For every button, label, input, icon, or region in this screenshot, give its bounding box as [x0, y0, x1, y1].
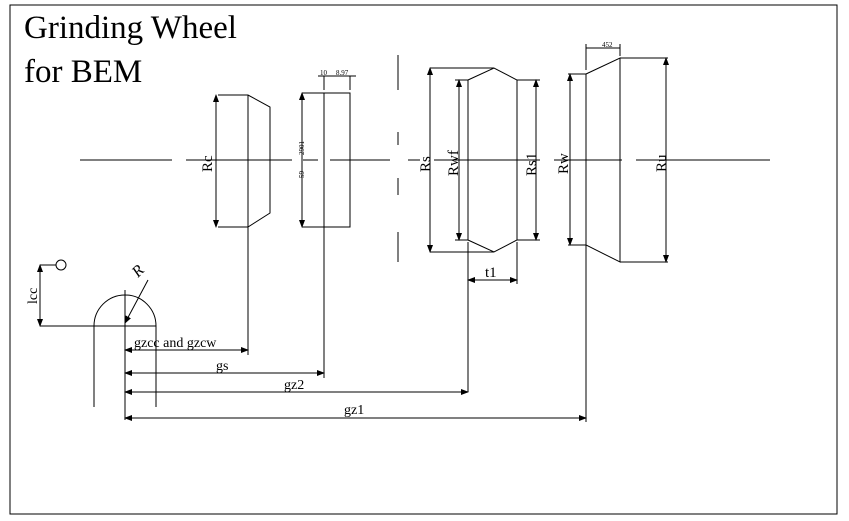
label-452: 452	[602, 41, 613, 49]
label-rwf: Rwf	[446, 150, 462, 176]
label-gz1: gz1	[344, 403, 364, 418]
label-10: 10	[320, 69, 328, 77]
title-line-1: Grinding Wheel	[24, 10, 237, 46]
label-ru: Ru	[654, 154, 670, 172]
dim-gs	[124, 227, 325, 378]
label-gs: gs	[216, 359, 228, 374]
wheel-rw	[568, 44, 668, 263]
label-t1: t1	[485, 265, 497, 281]
label-rc: Rc	[200, 155, 216, 172]
dim-gz1	[124, 245, 587, 422]
label-2901: 2901	[298, 141, 306, 156]
label-rw: Rw	[556, 153, 572, 174]
label-r: R	[128, 262, 148, 282]
label-rs1: Rs1	[524, 153, 540, 176]
title-line-2: for BEM	[24, 54, 143, 90]
label-gzcc-gzcw: gzcc and gzcw	[134, 336, 217, 351]
dim-lcc	[37, 259, 67, 327]
dim-gzcc	[124, 227, 249, 355]
label-59: 59	[298, 171, 306, 179]
label-897: 8.97	[336, 69, 349, 77]
label-lcc: lcc	[26, 288, 41, 304]
drawing-frame	[9, 4, 838, 515]
label-gz2: gz2	[284, 378, 304, 393]
label-rs: Rs	[418, 156, 434, 172]
wheel-thin	[299, 75, 356, 228]
dim-t1	[467, 242, 518, 392]
wheel-rc	[218, 94, 271, 228]
